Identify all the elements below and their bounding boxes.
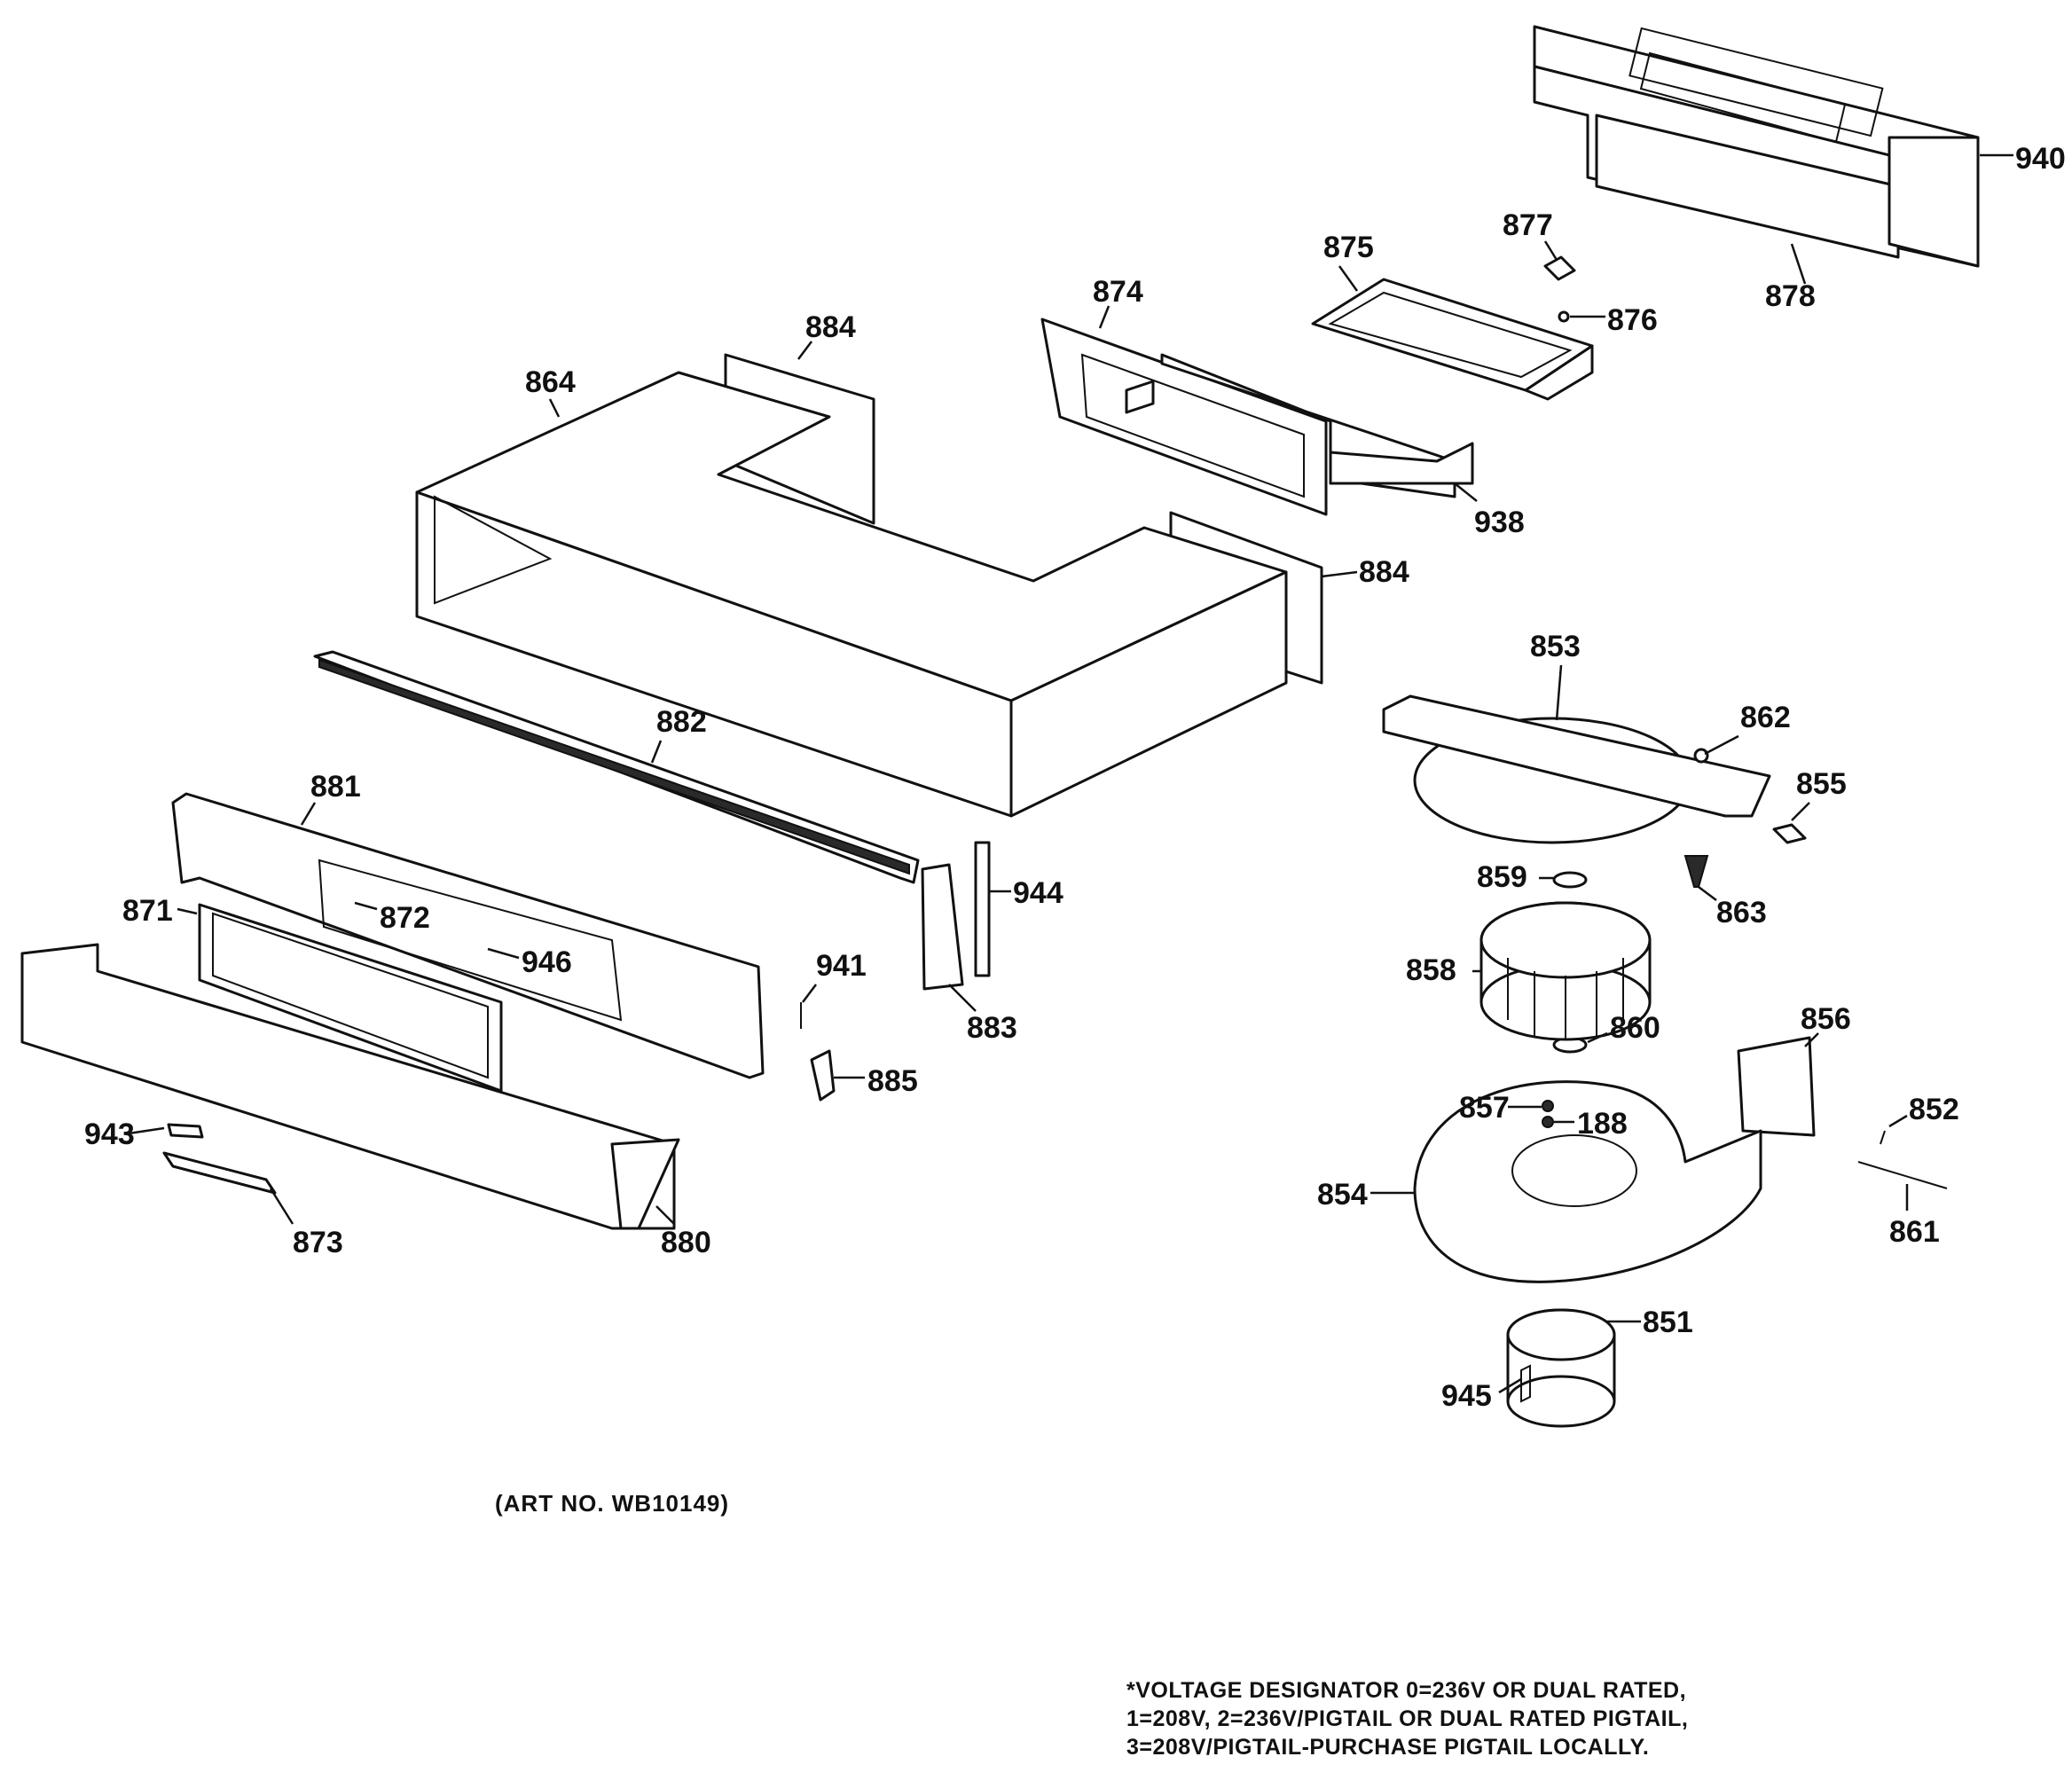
callout-874: 874	[1093, 275, 1143, 309]
part-863-knob	[1684, 855, 1709, 888]
callout-875: 875	[1323, 231, 1374, 264]
part-882-front-rail	[313, 650, 920, 884]
callout-946: 946	[522, 945, 572, 979]
callout-872: 872	[380, 901, 430, 935]
callout-880: 880	[661, 1226, 711, 1259]
callout-861: 861	[1889, 1215, 1940, 1249]
callout-884b: 884	[1359, 555, 1409, 589]
part-853-mounting-plate	[1382, 694, 1771, 844]
part-856-panel	[1737, 1036, 1816, 1137]
part-883-side-trim	[921, 863, 964, 991]
part-864-hood-housing	[415, 371, 1288, 818]
callout-876: 876	[1607, 303, 1658, 337]
voltage-note-line-3: 3=208V/PIGTAIL-PURCHASE PIGTAIL LOCALLY.	[1126, 1735, 1650, 1760]
part-861-wire-harness	[1857, 1161, 1948, 1189]
callout-863: 863	[1716, 896, 1767, 929]
callout-873: 873	[293, 1226, 343, 1259]
part-940-duct-housing	[1533, 25, 1980, 268]
part-855-clip	[1772, 823, 1807, 844]
callout-945: 945	[1441, 1379, 1492, 1413]
callout-943: 943	[84, 1118, 135, 1151]
voltage-designator-note: *VOLTAGE DESIGNATOR 0=236V OR DUAL RATED…	[1126, 1676, 1688, 1761]
callout-857: 857	[1459, 1091, 1510, 1125]
part-854-blower-housing	[1413, 1080, 1762, 1283]
callout-877: 877	[1503, 208, 1553, 242]
part-945-motor-mount	[1520, 1364, 1531, 1403]
callout-852: 852	[1909, 1093, 1959, 1126]
callout-881: 881	[310, 770, 361, 804]
part-188-nut	[1542, 1116, 1554, 1128]
callout-885: 885	[867, 1064, 918, 1098]
part-877-clip	[1543, 255, 1576, 281]
part-859-washer	[1552, 871, 1588, 889]
art-number-label: (ART NO. WB10149)	[495, 1490, 730, 1517]
callout-944: 944	[1013, 876, 1063, 910]
callout-941: 941	[816, 949, 867, 983]
part-943-clip	[167, 1123, 204, 1139]
callout-860: 860	[1610, 1011, 1660, 1045]
callout-862: 862	[1740, 701, 1791, 734]
callout-855: 855	[1796, 767, 1847, 801]
voltage-note-line-2: 1=208V, 2=236V/PIGTAIL OR DUAL RATED PIG…	[1126, 1706, 1689, 1731]
part-873-handle	[162, 1151, 277, 1195]
callout-854: 854	[1317, 1178, 1368, 1212]
callout-188: 188	[1577, 1107, 1628, 1141]
part-858-blower-wheel	[1479, 901, 1652, 1041]
part-880-front-panel	[20, 943, 680, 1230]
voltage-note-line-1: *VOLTAGE DESIGNATOR 0=236V OR DUAL RATED…	[1126, 1678, 1687, 1703]
part-938-bracket	[1329, 442, 1474, 485]
part-876-screw	[1558, 310, 1570, 323]
part-881-control-panel	[171, 792, 765, 1079]
part-852-screw	[1880, 1130, 1886, 1145]
callout-882: 882	[656, 705, 707, 739]
callout-856: 856	[1801, 1002, 1851, 1036]
part-857-nut	[1542, 1100, 1554, 1112]
callout-938: 938	[1474, 506, 1525, 539]
callout-883: 883	[967, 1011, 1017, 1045]
part-944-bracket	[974, 841, 991, 977]
callout-859: 859	[1477, 860, 1527, 894]
callout-858: 858	[1406, 953, 1456, 987]
callout-labels: 940 878 877 876 875 874 938 884 884 864 …	[84, 142, 2066, 1413]
callout-864: 864	[525, 365, 576, 399]
leader-lines	[128, 153, 2013, 1394]
callout-871: 871	[122, 894, 173, 928]
part-875-damper-frame	[1311, 278, 1594, 401]
callout-940: 940	[2015, 142, 2066, 176]
callout-884a: 884	[805, 310, 856, 344]
callout-851: 851	[1643, 1306, 1693, 1339]
callout-853: 853	[1530, 630, 1581, 663]
part-862-grommet	[1693, 748, 1709, 764]
part-885-switch-lever	[810, 1049, 836, 1102]
callout-878: 878	[1765, 279, 1816, 313]
